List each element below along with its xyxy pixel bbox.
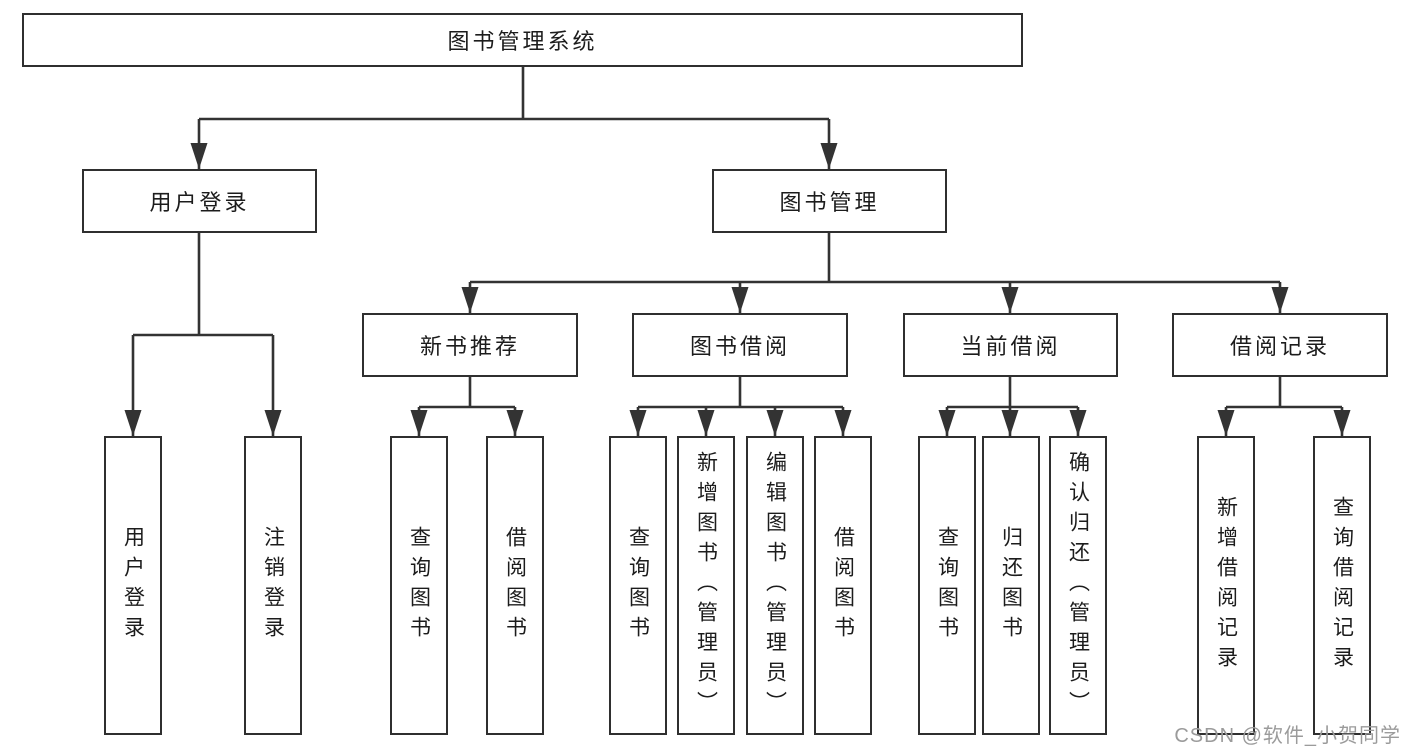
leaf-logout-login: 注销登录 (244, 436, 302, 735)
node-new-book-recommendation: 新书推荐 (362, 313, 578, 377)
leaf-query-books-recommend-label: 查询图书 (407, 525, 431, 646)
leaf-query-books-current-label: 查询图书 (935, 525, 959, 646)
leaf-edit-books-admin: 编辑图书（管理员） (746, 436, 804, 735)
node-book-borrowing-label: 图书借阅 (689, 334, 790, 359)
node-root-label: 图书管理系统 (447, 29, 598, 54)
node-user-login: 用户登录 (82, 169, 317, 233)
leaf-borrow-books-recommend-label: 借阅图书 (503, 525, 527, 646)
node-borrowing-records-label: 借阅记录 (1229, 334, 1330, 359)
leaf-borrow-books-borrowing-label: 借阅图书 (831, 525, 855, 646)
leaf-borrow-books-borrowing: 借阅图书 (814, 436, 872, 735)
leaf-add-borrow-record: 新增借阅记录 (1197, 436, 1255, 735)
watermark-text: CSDN @软件_小贺同学 (1174, 725, 1401, 747)
leaf-return-books: 归还图书 (982, 436, 1040, 735)
leaf-add-books-admin-label: 新增图书（管理员） (694, 450, 718, 721)
node-book-management: 图书管理 (712, 169, 947, 233)
node-borrowing-records: 借阅记录 (1172, 313, 1388, 377)
leaf-user-login: 用户登录 (104, 436, 162, 735)
leaf-query-books-recommend: 查询图书 (390, 436, 448, 735)
leaf-return-books-label: 归还图书 (999, 525, 1023, 646)
leaf-logout-login-label: 注销登录 (261, 525, 285, 646)
leaf-user-login-label: 用户登录 (121, 525, 145, 646)
node-root: 图书管理系统 (22, 13, 1023, 67)
leaf-query-books-current: 查询图书 (918, 436, 976, 735)
leaf-add-books-admin: 新增图书（管理员） (677, 436, 735, 735)
node-book-borrowing: 图书借阅 (632, 313, 848, 377)
leaf-borrow-books-recommend: 借阅图书 (486, 436, 544, 735)
leaf-edit-books-admin-label: 编辑图书（管理员） (763, 450, 787, 721)
leaf-query-borrow-record: 查询借阅记录 (1313, 436, 1371, 735)
leaf-confirm-return-admin-label: 确认归还（管理员） (1066, 450, 1090, 721)
node-current-borrowing: 当前借阅 (903, 313, 1118, 377)
node-new-book-recommendation-label: 新书推荐 (419, 334, 520, 359)
leaf-confirm-return-admin: 确认归还（管理员） (1049, 436, 1107, 735)
leaf-query-books-borrowing-label: 查询图书 (626, 525, 650, 646)
leaf-query-borrow-record-label: 查询借阅记录 (1330, 495, 1354, 676)
node-book-management-label: 图书管理 (779, 190, 880, 215)
node-user-login-label: 用户登录 (149, 190, 250, 215)
node-current-borrowing-label: 当前借阅 (960, 334, 1061, 359)
leaf-query-books-borrowing: 查询图书 (609, 436, 667, 735)
leaf-add-borrow-record-label: 新增借阅记录 (1214, 495, 1238, 676)
